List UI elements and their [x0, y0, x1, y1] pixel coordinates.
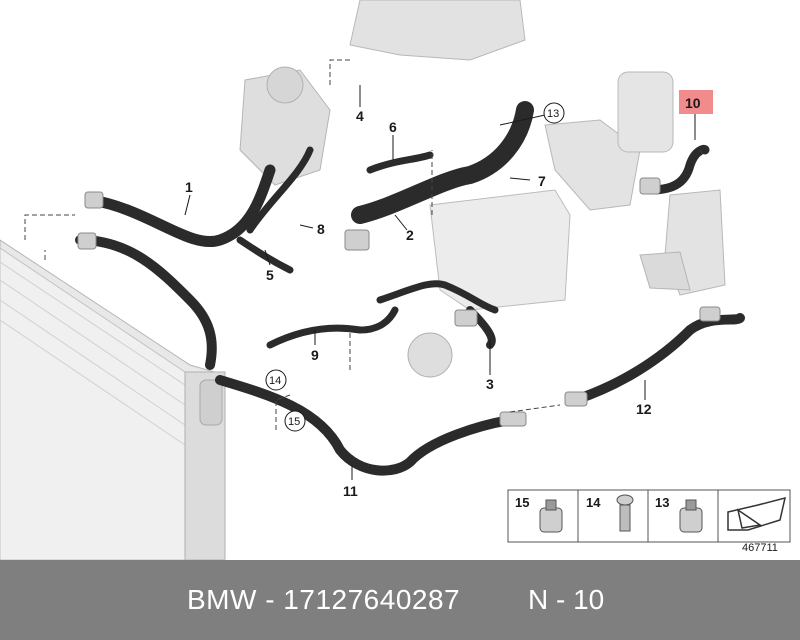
label-1: 1: [185, 179, 193, 195]
callout-circle-14: [265, 369, 287, 391]
label-10: 10: [685, 95, 701, 111]
arrow-icon: [727, 496, 787, 531]
leader-lines: [184, 85, 696, 480]
label-14: 14: [269, 375, 281, 387]
label-8: 8: [317, 221, 325, 237]
position-text: N - 10: [528, 584, 605, 615]
label-9: 9: [311, 347, 319, 363]
label-3: 3: [486, 376, 494, 392]
clamp-icon-15: [539, 499, 563, 533]
legend-box: 15 14 13 467711: [507, 489, 791, 554]
label-4: 4: [356, 108, 364, 124]
connectors: [77, 177, 721, 427]
radiator: [0, 239, 226, 560]
label-2: 2: [406, 227, 414, 243]
label-11: 11: [343, 483, 358, 499]
callout-circle-15: [284, 410, 306, 432]
hose-5: [236, 236, 294, 274]
hose-12: [570, 313, 745, 405]
label-7: 7: [538, 173, 546, 189]
highlight-box-10: [679, 90, 713, 114]
footer-bar: BMW - 17127640287 N - 10: [0, 560, 800, 640]
legend-label-15: 15: [515, 495, 529, 510]
label-12: 12: [636, 401, 652, 417]
label-6: 6: [389, 119, 397, 135]
reference-lines: [24, 59, 561, 430]
callout-circle-13: [543, 102, 565, 124]
hose-9: [266, 306, 399, 349]
push-rivet-icon-14: [616, 494, 634, 532]
clamp-icon-13: [679, 499, 703, 533]
label-15: 15: [288, 416, 300, 428]
hose-6: [366, 151, 434, 174]
hose-8: [246, 146, 314, 234]
legend-label-14: 14: [586, 495, 601, 510]
hose-mid: [376, 280, 499, 314]
legend-label-13: 13: [655, 495, 669, 510]
hose-10: [645, 144, 710, 195]
hose-11: [215, 375, 515, 476]
part-number-text: BMW - 17127640287: [187, 584, 461, 615]
hose-1: [86, 164, 276, 247]
cooling-hoses-diagram: 1 2 3 4 5 6 7 8 9 10 11 12 13 14 15 15 1…: [0, 0, 791, 560]
hose-left: [75, 235, 217, 370]
label-5: 5: [266, 267, 274, 283]
label-13: 13: [547, 108, 559, 120]
part-labels: 1 2 3 4 5 6 7 8 9 10 11 12 13 14 15: [185, 90, 713, 499]
hose-2: [351, 101, 534, 224]
hoses: [75, 101, 745, 476]
diagram-number: 467711: [742, 542, 778, 554]
